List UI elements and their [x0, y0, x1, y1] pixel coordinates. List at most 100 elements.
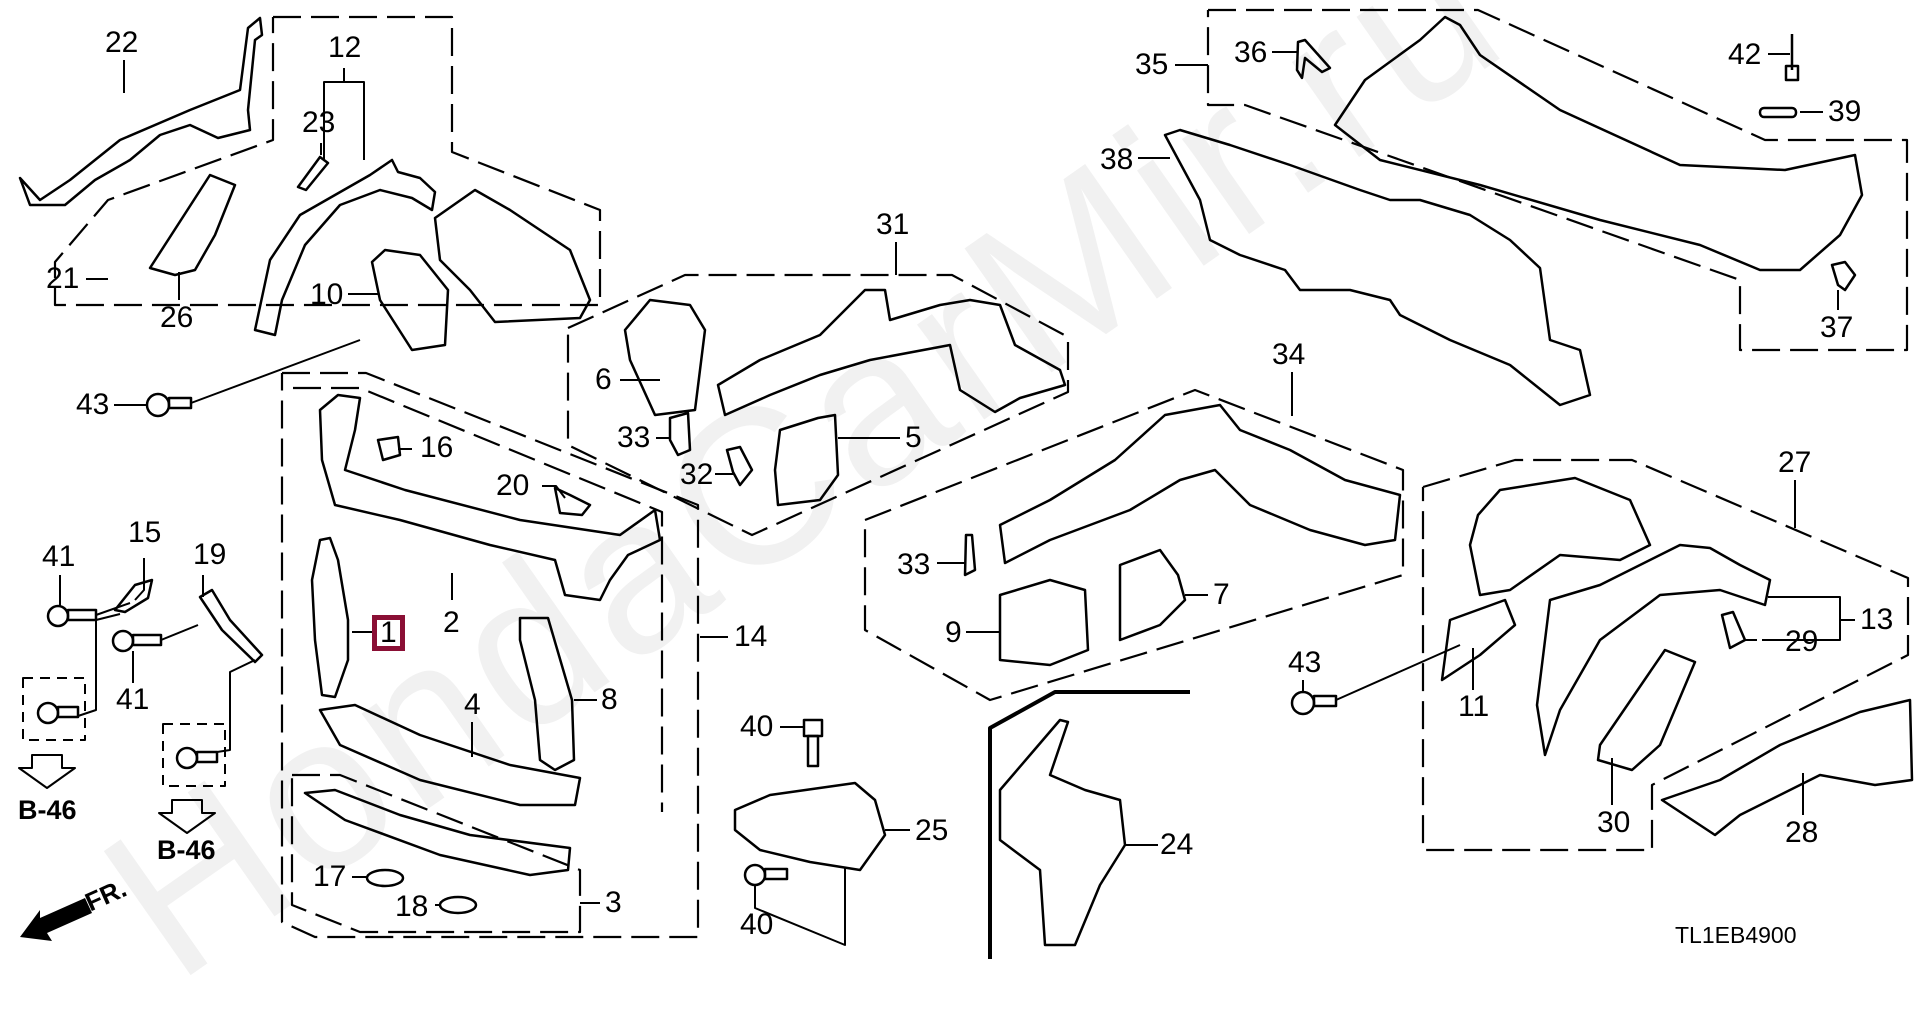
callout-43b[interactable]: 43	[1288, 646, 1322, 679]
callout-20[interactable]: 20	[496, 469, 530, 502]
part-9	[998, 578, 1090, 667]
group-box-27	[1421, 458, 1910, 852]
callout-30[interactable]: 30	[1597, 806, 1631, 839]
part-20	[553, 486, 592, 517]
part-36	[1295, 38, 1332, 80]
part-30	[1596, 648, 1697, 772]
callout-31[interactable]: 31	[876, 208, 910, 241]
callout-17[interactable]: 17	[313, 860, 347, 893]
callout-22[interactable]: 22	[105, 26, 139, 59]
callout-23[interactable]: 23	[302, 106, 336, 139]
part-15	[113, 578, 154, 614]
part-11	[1440, 598, 1517, 682]
part-strut-tower	[433, 188, 592, 324]
callout-14[interactable]: 14	[734, 620, 768, 653]
part-4	[318, 703, 582, 807]
callout-38[interactable]: 38	[1100, 143, 1134, 176]
part-32	[725, 445, 754, 487]
part-8	[518, 616, 576, 772]
callout-13[interactable]: 13	[1860, 603, 1894, 636]
frame-24	[988, 690, 1190, 959]
part-42	[1784, 34, 1800, 82]
callout-43[interactable]: 43	[76, 388, 110, 421]
callout-27[interactable]: 27	[1778, 446, 1812, 479]
callout-28[interactable]: 28	[1785, 816, 1819, 849]
callout-5[interactable]: 5	[905, 421, 922, 454]
callout-18[interactable]: 18	[395, 890, 429, 923]
callout-25[interactable]: 25	[915, 814, 949, 847]
leader-lines	[59, 51, 1855, 946]
callout-16[interactable]: 16	[420, 431, 454, 464]
callout-12[interactable]: 12	[328, 31, 362, 64]
part-33	[668, 411, 692, 457]
callout-4[interactable]: 4	[464, 688, 481, 721]
part-37	[1830, 260, 1857, 292]
part-3	[303, 788, 572, 877]
callout-39[interactable]: 39	[1828, 95, 1862, 128]
reference-b46-right[interactable]: B-46	[157, 835, 216, 865]
part-b46-bolt	[175, 746, 219, 770]
part-16	[376, 435, 402, 462]
part-35	[1333, 15, 1864, 272]
reference-b46-left[interactable]: B-46	[18, 795, 77, 825]
part-19	[198, 588, 264, 664]
part-39	[1758, 106, 1798, 119]
part-34	[998, 403, 1402, 565]
callout-29[interactable]: 29	[1785, 625, 1819, 658]
part-33b	[963, 533, 977, 577]
callout-42[interactable]: 42	[1728, 38, 1762, 71]
group-box-21	[53, 15, 602, 307]
parts-diagram: HondaCarMir.ru	[18, 0, 1914, 1024]
part-43-bolt	[1290, 690, 1338, 716]
part-26	[148, 173, 237, 277]
part-27-upper	[1468, 476, 1652, 597]
part-25	[733, 781, 887, 872]
part-40-bolt	[743, 863, 789, 887]
callout-33b[interactable]: 33	[897, 548, 931, 581]
callout-41[interactable]: 41	[42, 540, 76, 573]
diagram-drawing	[18, 8, 1914, 959]
callout-32[interactable]: 32	[680, 458, 714, 491]
callout-19[interactable]: 19	[193, 538, 227, 571]
callout-11[interactable]: 11	[1458, 690, 1490, 723]
part-6	[623, 298, 707, 417]
callout-2[interactable]: 2	[443, 606, 460, 639]
part-1	[310, 536, 350, 699]
group-box-14	[280, 371, 700, 939]
part-43-bolt	[145, 392, 193, 418]
part-12	[253, 158, 437, 337]
callout-34[interactable]: 34	[1272, 338, 1306, 371]
part-40-bolt	[802, 718, 824, 768]
callout-10[interactable]: 10	[310, 278, 344, 311]
callout-21[interactable]: 21	[46, 262, 80, 295]
callout-3[interactable]: 3	[605, 886, 622, 919]
group-box-31	[566, 273, 1070, 537]
part-41-bolt	[111, 629, 163, 653]
front-direction-arrow-icon	[20, 898, 92, 941]
callout-9[interactable]: 9	[945, 616, 962, 649]
callout-40b[interactable]: 40	[740, 908, 774, 941]
group-box-35	[1206, 8, 1909, 352]
callout-41b[interactable]: 41	[116, 683, 150, 716]
callout-37[interactable]: 37	[1820, 311, 1854, 344]
callout-33[interactable]: 33	[617, 421, 651, 454]
part-2	[318, 393, 662, 602]
callout-35[interactable]: 35	[1135, 48, 1169, 81]
part-18	[438, 895, 478, 915]
callout-8[interactable]: 8	[601, 683, 618, 716]
group-box-34	[863, 388, 1405, 702]
callout-7[interactable]: 7	[1213, 578, 1230, 611]
part-13	[1535, 543, 1772, 757]
callout-1-highlighted[interactable]: 1	[372, 615, 405, 651]
diagram-code: TL1EB4900	[1675, 922, 1797, 948]
callout-40[interactable]: 40	[740, 710, 774, 743]
callout-26[interactable]: 26	[160, 301, 194, 334]
callout-36[interactable]: 36	[1234, 36, 1268, 69]
part-29	[1720, 610, 1747, 650]
callout-15[interactable]: 15	[128, 516, 162, 549]
part-b46-bolt	[36, 701, 80, 725]
callout-6[interactable]: 6	[595, 363, 612, 396]
group-box-3	[290, 773, 582, 934]
callout-24[interactable]: 24	[1160, 828, 1194, 861]
part-7	[1118, 548, 1187, 642]
